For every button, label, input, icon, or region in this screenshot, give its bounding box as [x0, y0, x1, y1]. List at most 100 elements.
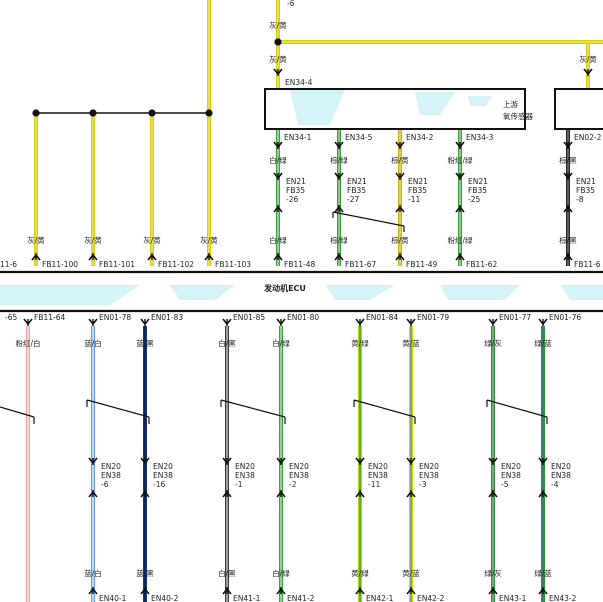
lower-pair-color: 蓝/白 [84, 338, 102, 348]
upper-left-ecu-pin: FB11-100 [42, 260, 78, 269]
lower-pair-inline-label: EN38 [101, 471, 121, 480]
watermark-shape [0, 285, 140, 305]
bus-splice-dot [205, 109, 213, 117]
right-sensor-pin: EN02-2 [574, 133, 602, 142]
lower-pair-inline-label: -2 [289, 480, 297, 489]
right-sensor-box [554, 88, 603, 130]
sensor-output-pin: EN34-2 [406, 133, 434, 142]
lower-pair-end-pin: EN41-2 [287, 594, 315, 602]
lower-pair-end-pin: EN42-1 [366, 594, 394, 602]
sensor-output-color: 棕/黄 [391, 155, 409, 165]
lower-left-pin: FB11-64 [34, 313, 65, 322]
lower-pair-color: 黄/蓝 [402, 338, 420, 348]
inline-connector-label: EN21 [468, 177, 488, 186]
inline-connector-label: FB35 [347, 186, 366, 195]
lower-pair-inline-label: -11 [368, 480, 380, 489]
watermark-background [0, 90, 603, 305]
lower-pair-inline-label: EN38 [289, 471, 309, 480]
sensor-output-pin: EN34-5 [345, 133, 373, 142]
lower-pair-inline-label: EN20 [368, 462, 388, 471]
inline-connector-label: EN21 [286, 177, 306, 186]
upper-left-wire-color: 灰/黄 [27, 235, 45, 245]
lower-pair-inline-label: -1 [235, 480, 243, 489]
ecu-left-pin-fragment: 11-6 [0, 260, 17, 269]
upper-left-wire-color: 灰/黄 [200, 235, 218, 245]
lower-pair-ecu-pin: EN01-85 [233, 313, 265, 322]
sensor-output-color: 粉红/绿 [447, 155, 473, 165]
inline-connector-label: FB35 [468, 186, 487, 195]
lower-pair-color: 蓝/黑 [136, 338, 154, 348]
lower-pair-end-pin: EN40-2 [151, 594, 179, 602]
watermark-shape [560, 285, 603, 300]
sensor-output-color-lower: 棕/绿 [330, 235, 348, 245]
lower-pair-end-pin: EN43-1 [499, 594, 527, 602]
lower-pair-inline-label: EN20 [153, 462, 173, 471]
lower-pair-inline-label: EN20 [289, 462, 309, 471]
lower-pair-end-pin: EN43-2 [549, 594, 577, 602]
lower-pair-color-lower: 绿/蓝 [534, 568, 552, 578]
right-inline-connector-label: FB35 [576, 186, 595, 195]
lower-pair-inline-label: EN20 [235, 462, 255, 471]
sensor-output-ecu-pin: FB11-49 [406, 260, 437, 269]
right-sensor-color: 棕/黑 [559, 155, 577, 165]
sensor-output-color-lower: 白/绿 [269, 235, 287, 245]
lower-pair-inline-label: -16 [153, 480, 165, 489]
right-wire-color: 灰/黄 [579, 54, 597, 64]
lower-pair-inline-label: -6 [101, 480, 109, 489]
watermark-shape [170, 285, 235, 300]
lower-pair-inline-label: EN38 [419, 471, 439, 480]
inline-connector-label: EN21 [347, 177, 367, 186]
sensor-output-ecu-pin: FB11-62 [466, 260, 497, 269]
lower-pair-color: 绿/蓝 [534, 338, 552, 348]
sensor-output-ecu-pin: FB11-67 [345, 260, 376, 269]
sensor-label-line2: 氧传感器 [503, 111, 533, 121]
lower-pair-inline-label: -5 [501, 480, 509, 489]
top-fragment-label: -6 [287, 0, 295, 8]
lower-left-pin-fragment: -65 [5, 313, 17, 322]
lower-pair-color-lower: 黄/绿 [351, 568, 369, 578]
lower-pair-color-lower: 蓝/白 [84, 568, 102, 578]
right-inline-connector-label: EN21 [576, 177, 596, 186]
twisted-pair-line [332, 211, 405, 227]
bus-splice-dot [32, 109, 40, 117]
lower-pair-inline-label: EN38 [501, 471, 521, 480]
lower-pair-ecu-pin: EN01-78 [99, 313, 131, 322]
inline-connector-label: FB35 [408, 186, 427, 195]
lower-pair-inline-label: EN38 [551, 471, 571, 480]
sensor-output-ecu-pin: FB11-48 [284, 260, 315, 269]
ecu-label: 发动机ECU [263, 283, 306, 293]
inline-connector-label: -27 [347, 195, 359, 204]
upper-left-ecu-pin: FB11-102 [158, 260, 194, 269]
supply-splice-dot [274, 38, 282, 46]
inline-connector-label: FB35 [286, 186, 305, 195]
upper-left-ecu-pin: FB11-101 [99, 260, 135, 269]
bus-splice-dot [89, 109, 97, 117]
lower-pair-color: 白/绿 [272, 338, 290, 348]
lower-pair-inline-label: EN38 [235, 471, 255, 480]
inline-connector-label: EN21 [408, 177, 428, 186]
lower-pair-end-pin: EN40-1 [99, 594, 127, 602]
lower-pair-twist-line [86, 399, 150, 418]
watermark-shape [468, 96, 492, 106]
right-sensor-color-lower: 棕/黑 [559, 235, 577, 245]
top-wire-color: 灰/黄 [269, 20, 287, 30]
inline-connector-label: -26 [286, 195, 298, 204]
lower-pair-color: 白/黑 [218, 338, 236, 348]
sensor-output-pin: EN34-3 [466, 133, 494, 142]
inline-connector-label: -25 [468, 195, 480, 204]
inline-connector-label: -11 [408, 195, 420, 204]
lower-pair-ecu-pin: EN01-77 [499, 313, 531, 322]
lower-pair-twist-line [353, 399, 416, 418]
upper-left-wire-color: 灰/黄 [143, 235, 161, 245]
watermark-shape [290, 90, 345, 125]
lower-left-color: 粉红/白 [15, 338, 40, 348]
lower-pair-inline-label: EN20 [501, 462, 521, 471]
sensor-output-color: 棕/绿 [330, 155, 348, 165]
watermark-shape [440, 285, 520, 300]
lower-pair-inline-label: EN38 [153, 471, 173, 480]
lower-pair-color-lower: 白/绿 [272, 568, 290, 578]
lower-pair-ecu-pin: EN01-83 [151, 313, 183, 322]
bus-splice-dot [148, 109, 156, 117]
lower-pair-inline-label: EN20 [551, 462, 571, 471]
